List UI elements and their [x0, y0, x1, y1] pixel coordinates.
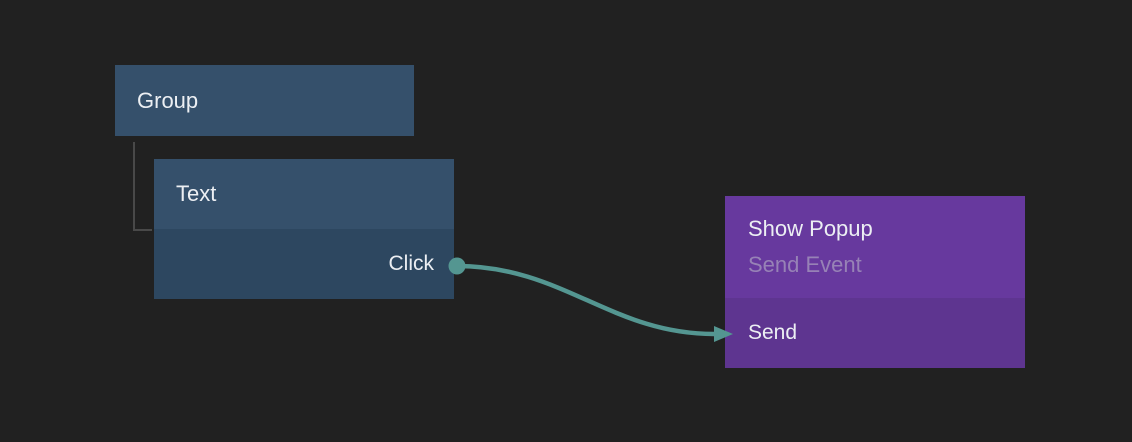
send-input-port-label: Send	[748, 321, 798, 344]
click-output-port[interactable]: Click	[154, 229, 454, 299]
show-popup-node-title: Show Popup	[748, 216, 873, 241]
group-node-title: Group	[137, 87, 199, 113]
send-input-port[interactable]: Send	[725, 298, 1025, 368]
text-node-ports: Click	[154, 229, 454, 299]
hierarchy-connector-line	[133, 142, 152, 231]
click-output-port-label: Click	[388, 252, 435, 275]
connection-curve[interactable]	[454, 263, 717, 337]
text-node-title: Text	[176, 181, 217, 206]
text-node[interactable]: Text Click	[154, 159, 454, 299]
group-node[interactable]: Group	[115, 65, 414, 136]
show-popup-node[interactable]: Show Popup Send Event Send	[725, 196, 1025, 368]
text-node-header: Text	[154, 159, 454, 229]
show-popup-node-header: Show Popup Send Event	[725, 196, 1025, 298]
group-node-header: Group	[115, 65, 414, 136]
show-popup-node-subtitle: Send Event	[748, 252, 862, 277]
